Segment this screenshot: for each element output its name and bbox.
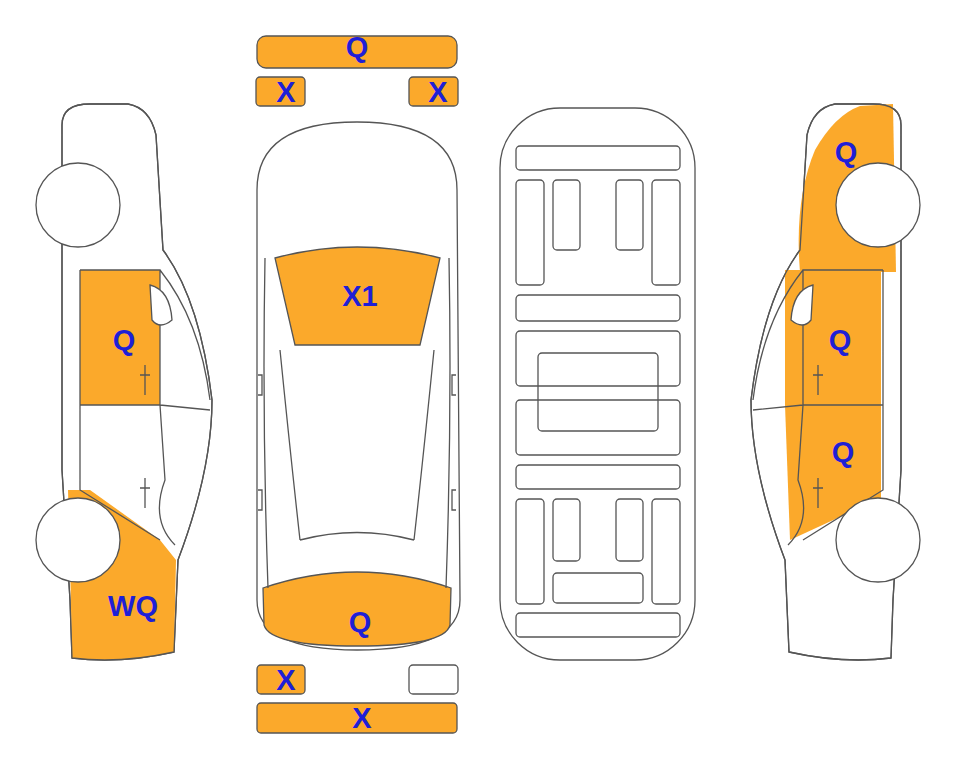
- light-box: [257, 665, 305, 694]
- light-box: [409, 77, 458, 106]
- windshield: [275, 247, 440, 345]
- light-box: [256, 77, 305, 106]
- damage-code: WQ: [108, 592, 158, 621]
- damage-code: X: [276, 666, 295, 695]
- damage-code: Q: [832, 438, 855, 467]
- damage-code: Q: [835, 138, 858, 167]
- damage-code: X: [428, 78, 447, 107]
- underbody: [500, 108, 695, 660]
- bumper-bar: [257, 703, 457, 733]
- damage-code: Q: [829, 326, 852, 355]
- damage-code: X: [352, 704, 371, 733]
- damage-code: Q: [349, 608, 372, 637]
- damage-code: X: [276, 78, 295, 107]
- door-panel: [80, 270, 160, 405]
- damage-code: Q: [346, 33, 369, 62]
- damage-code: Q: [113, 326, 136, 355]
- rear-panel: [263, 572, 451, 646]
- underbody-parts: [516, 146, 680, 637]
- door-panel: [785, 270, 881, 405]
- light-box: [409, 665, 458, 694]
- damage-code: X1: [342, 282, 377, 311]
